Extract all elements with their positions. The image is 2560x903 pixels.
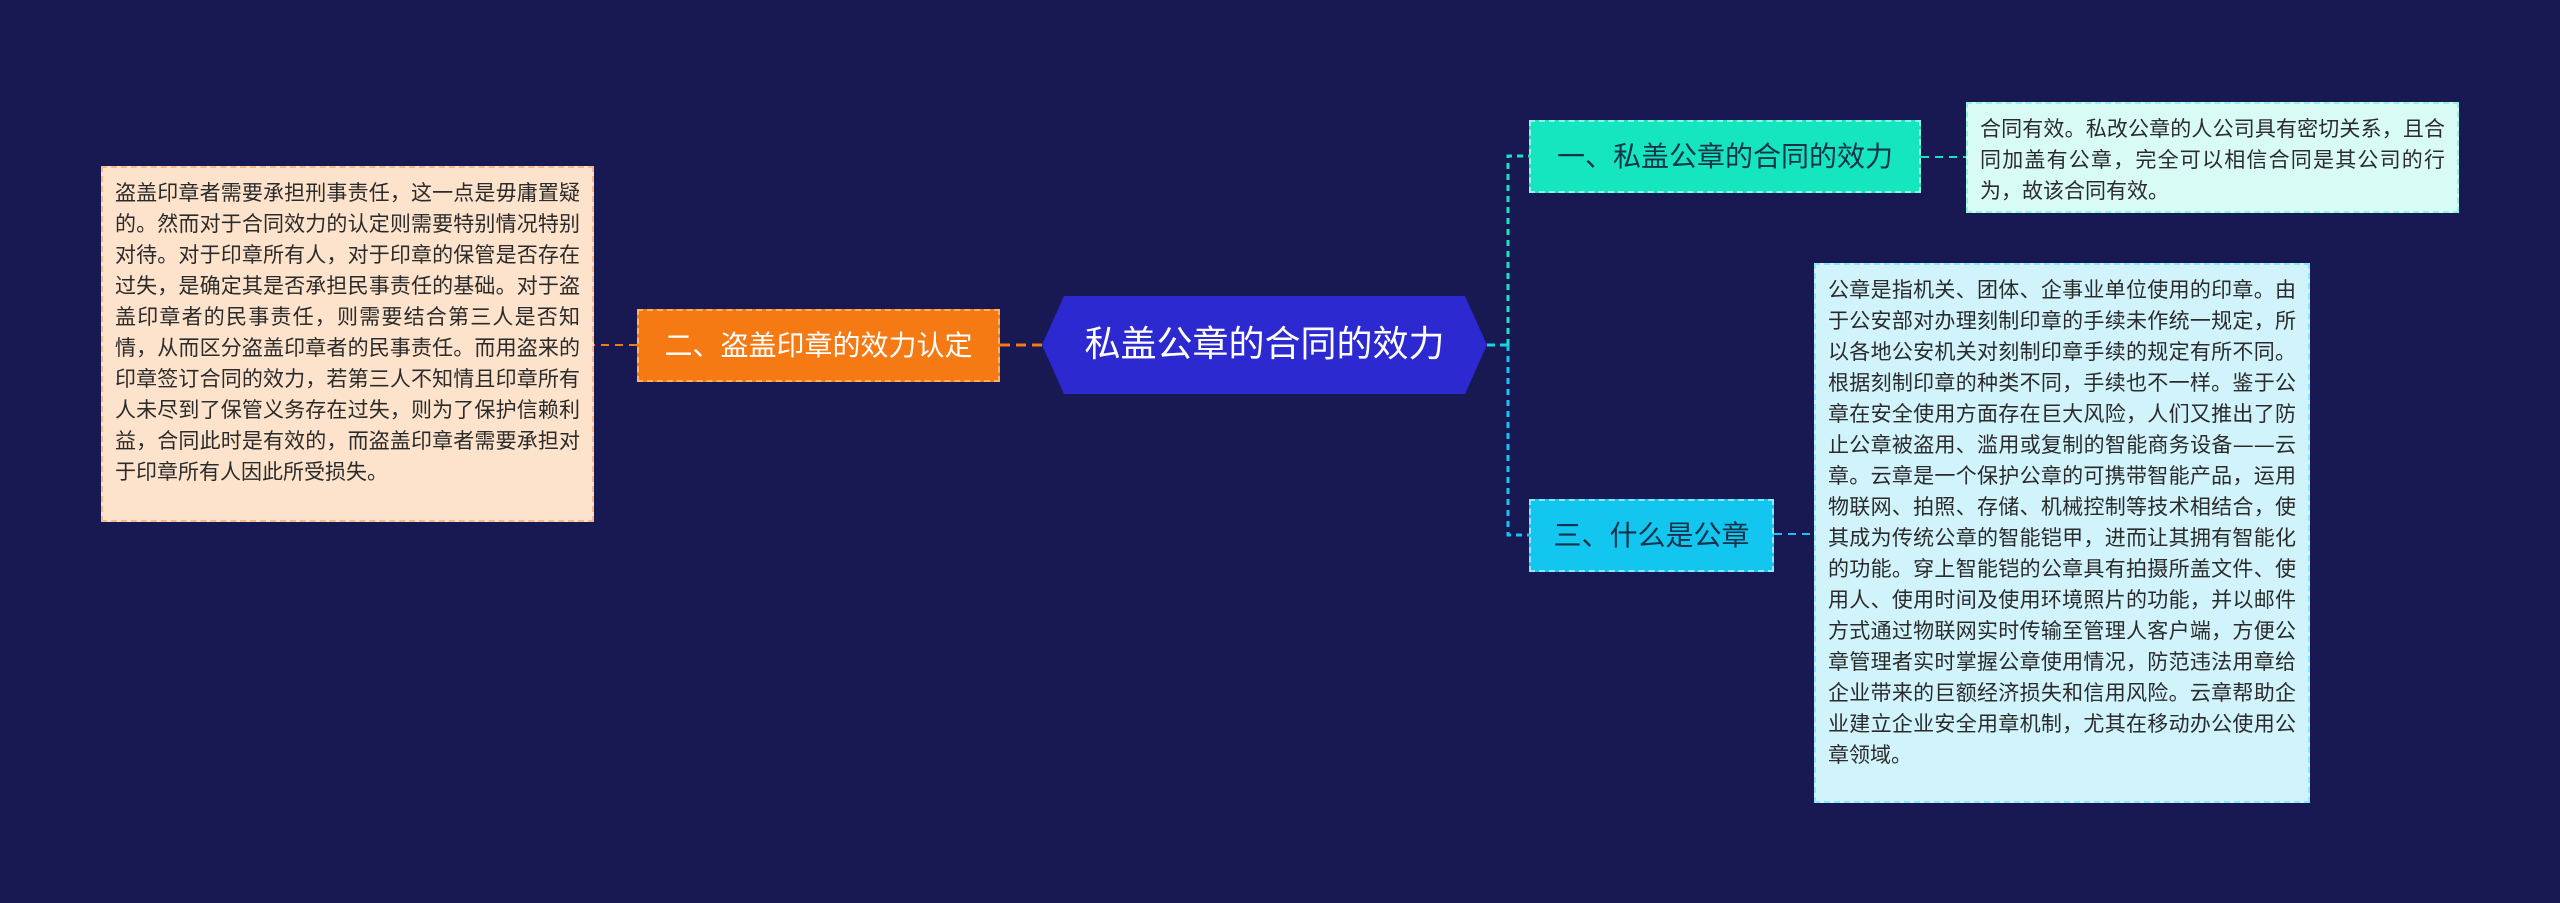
branch-3-node[interactable]: 三、什么是公章 bbox=[1529, 499, 1774, 572]
branch-1-detail: 合同有效。私改公章的人公司具有密切关系，且合同加盖有公章，完全可以相信合同是其公… bbox=[1966, 102, 2459, 213]
branch-1-node[interactable]: 一、私盖公章的合同的效力 bbox=[1529, 120, 1921, 193]
branch-2-detail: 盗盖印章者需要承担刑事责任，这一点是毋庸置疑的。然而对于合同效力的认定则需要特别… bbox=[101, 166, 594, 522]
link-trunk-branch-1 bbox=[1506, 154, 1529, 345]
root-node[interactable]: 私盖公章的合同的效力 bbox=[1042, 296, 1487, 394]
link-trunk-branch-3 bbox=[1506, 345, 1529, 537]
branch-3-detail: 公章是指机关、团体、企事业单位使用的印章。由于公安部对办理刻制印章的手续未作统一… bbox=[1814, 263, 2310, 803]
branch-2-node[interactable]: 二、盗盖印章的效力认定 bbox=[637, 309, 1000, 382]
